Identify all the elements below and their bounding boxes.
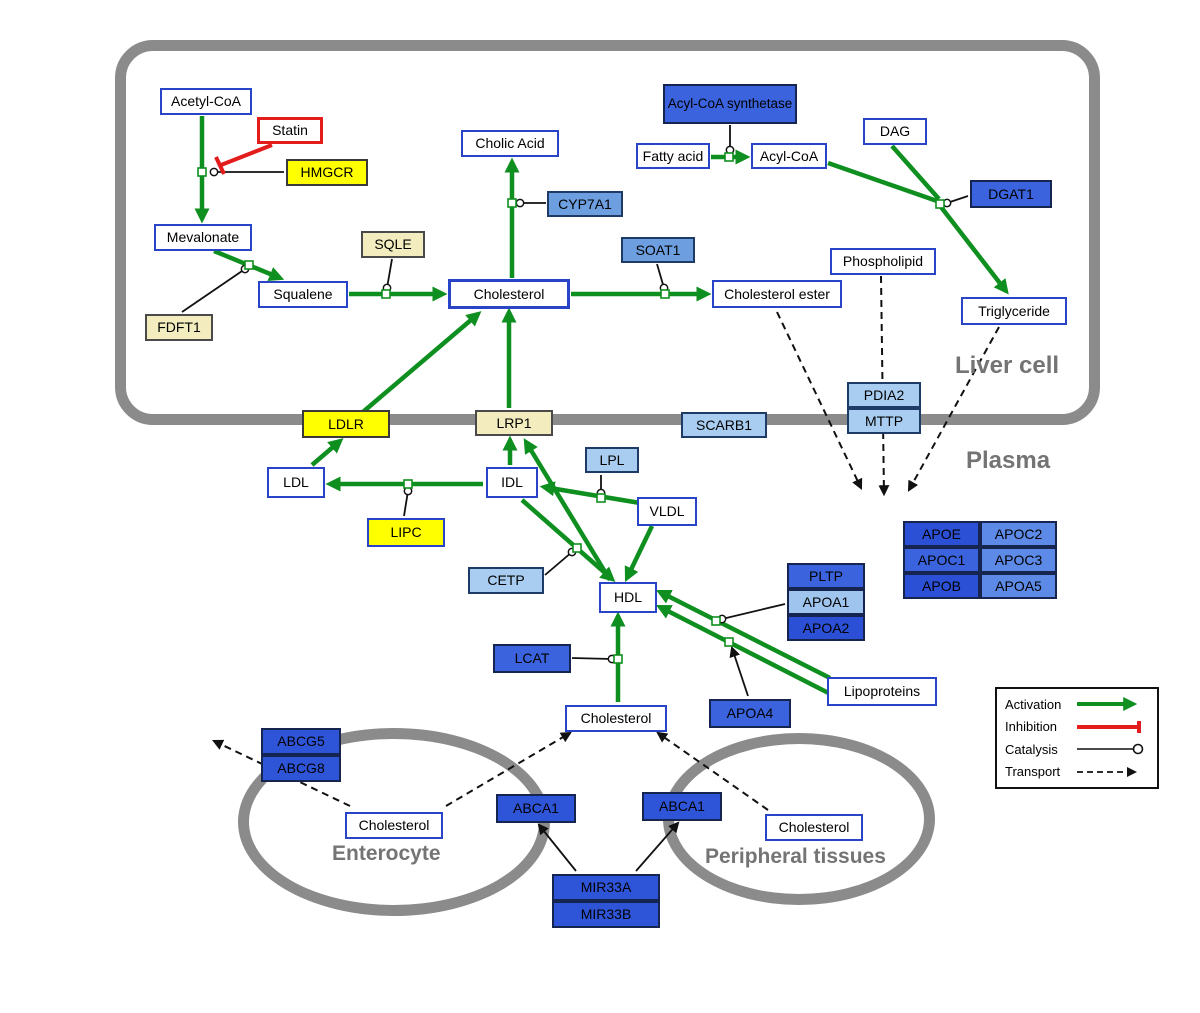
activation-symbol-icon — [1077, 697, 1138, 712]
node-cholesterol-peripheral[interactable]: Cholesterol — [765, 814, 863, 841]
node-lcat[interactable]: LCAT — [493, 644, 571, 673]
node-abca1-peripheral[interactable]: ABCA1 — [642, 792, 722, 821]
legend-row-activation: Activation — [1005, 696, 1149, 712]
node-dgat1[interactable]: DGAT1 — [970, 180, 1052, 208]
arrow-apoa4 — [729, 645, 749, 697]
node-fatty-acid[interactable]: Fatty acid — [636, 143, 710, 169]
node-hmgcr[interactable]: HMGCR — [286, 159, 368, 186]
legend-activation-label: Activation — [1005, 696, 1062, 712]
edge-vldl-idl — [539, 481, 641, 506]
node-pltp[interactable]: PLTP — [787, 563, 865, 589]
node-cholesterol-plasma[interactable]: Cholesterol — [565, 705, 667, 732]
node-cholesterol-ester[interactable]: Cholesterol ester — [712, 280, 842, 308]
node-lrp1[interactable]: LRP1 — [475, 410, 553, 436]
legend-row-catalysis: Catalysis — [1005, 741, 1149, 757]
node-vldl[interactable]: VLDL — [637, 497, 697, 526]
node-triglyceride[interactable]: Triglyceride — [961, 297, 1067, 325]
node-ldlr[interactable]: LDLR — [302, 410, 390, 438]
legend: Activation Inhibition Catalysis Transpor… — [995, 687, 1159, 789]
node-lipoproteins[interactable]: Lipoproteins — [827, 677, 937, 706]
node-cyp7a1[interactable]: CYP7A1 — [547, 191, 623, 217]
node-apob[interactable]: APOB — [903, 573, 980, 599]
legend-row-inhibition: Inhibition — [1005, 719, 1149, 735]
node-mevalonate[interactable]: Mevalonate — [154, 224, 252, 251]
transport-symbol-icon — [1077, 766, 1137, 777]
catalysis-lcat — [571, 654, 617, 664]
node-apoe[interactable]: APOE — [903, 521, 980, 547]
node-acetyl-coa[interactable]: Acetyl-CoA — [160, 88, 252, 115]
catalysis-symbol-icon — [1077, 743, 1144, 755]
node-idl[interactable]: IDL — [486, 467, 538, 498]
edge-vldl-hdl — [624, 525, 655, 583]
node-soat1[interactable]: SOAT1 — [621, 237, 695, 263]
edge-ldl-ldlr — [310, 438, 344, 467]
node-apoc2[interactable]: APOC2 — [980, 521, 1057, 547]
node-apoa1[interactable]: APOA1 — [787, 589, 865, 615]
peripheral-tissues-label: Peripheral tissues — [705, 845, 886, 868]
node-dag[interactable]: DAG — [863, 118, 927, 145]
node-acyl-coa-synthetase[interactable]: Acyl-CoA synthetase — [663, 84, 797, 124]
plasma-label: Plasma — [966, 447, 1051, 474]
node-cholesterol-liver[interactable]: Cholesterol — [448, 279, 570, 309]
node-phospholipid[interactable]: Phospholipid — [830, 248, 936, 275]
node-scarb1[interactable]: SCARB1 — [681, 412, 767, 438]
node-cholic-acid[interactable]: Cholic Acid — [461, 130, 559, 157]
inhibition-symbol-icon — [1077, 720, 1141, 733]
node-pdia2[interactable]: PDIA2 — [847, 382, 921, 408]
node-apoa2[interactable]: APOA2 — [787, 615, 865, 641]
node-apoc1[interactable]: APOC1 — [903, 547, 980, 573]
node-lipc[interactable]: LIPC — [367, 518, 445, 547]
catalysis-lipc — [403, 486, 413, 517]
node-lpl[interactable]: LPL — [585, 447, 639, 473]
legend-catalysis-label: Catalysis — [1005, 741, 1058, 757]
liver-cell-compartment — [115, 40, 1100, 425]
legend-row-transport: Transport — [1005, 764, 1149, 780]
node-apoa5[interactable]: APOA5 — [980, 573, 1057, 599]
node-mir33a[interactable]: MIR33A — [552, 874, 660, 901]
node-hdl[interactable]: HDL — [599, 582, 657, 613]
node-sqle[interactable]: SQLE — [361, 231, 425, 258]
catalysis-apoa-group — [717, 603, 786, 624]
node-acyl-coa[interactable]: Acyl-CoA — [751, 143, 827, 169]
node-mir33b[interactable]: MIR33B — [552, 901, 660, 928]
legend-transport-label: Transport — [1005, 764, 1061, 780]
node-ldl[interactable]: LDL — [267, 467, 325, 498]
node-statin[interactable]: Statin — [257, 117, 323, 144]
node-squalene[interactable]: Squalene — [258, 281, 348, 308]
node-apoa4[interactable]: APOA4 — [709, 699, 791, 728]
node-abcg8[interactable]: ABCG8 — [261, 755, 341, 782]
node-apoc3[interactable]: APOC3 — [980, 547, 1057, 573]
node-cholesterol-enterocyte[interactable]: Cholesterol — [345, 812, 443, 839]
node-fdft1[interactable]: FDFT1 — [145, 314, 213, 341]
node-cetp[interactable]: CETP — [468, 567, 544, 594]
catalysis-cetp — [544, 547, 577, 576]
enterocyte-label: Enterocyte — [332, 842, 441, 865]
node-abca1-enterocyte[interactable]: ABCA1 — [496, 794, 576, 823]
node-abcg5[interactable]: ABCG5 — [261, 728, 341, 755]
liver-cell-label: Liver cell — [955, 352, 1060, 379]
node-mttp[interactable]: MTTP — [847, 408, 921, 434]
legend-inhibition-label: Inhibition — [1005, 719, 1058, 735]
